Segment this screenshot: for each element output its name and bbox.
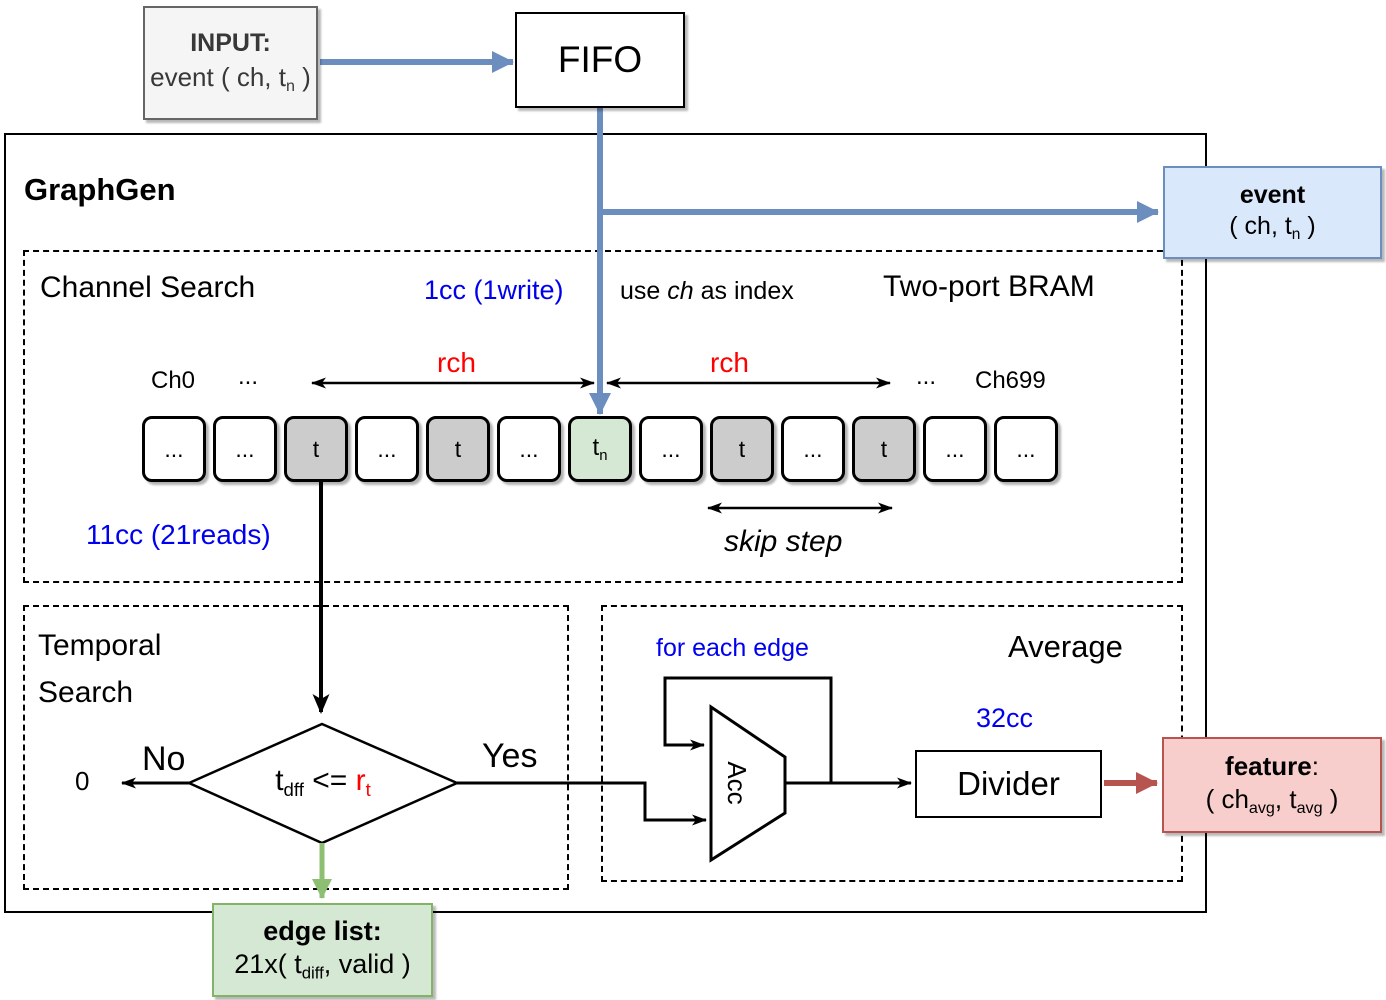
bram-cell: ... (355, 416, 419, 482)
temporal-search-container (23, 605, 569, 890)
graphgen-container (4, 133, 1207, 913)
edge-list-box: edge list: 21x( tdiff, valid ) (212, 903, 433, 997)
bram-cell: ... (497, 416, 561, 482)
divider-label: Divider (957, 765, 1060, 802)
edge-list-title: edge list: (263, 916, 382, 947)
acc-latency-label: 32cc (976, 703, 1034, 733)
rch-left-label: rch (437, 347, 476, 378)
bram-cell-hit: t (852, 416, 916, 482)
acc-label: Acc (722, 761, 753, 805)
bram-cell: ... (639, 416, 703, 482)
dots-before-ch699: ... (916, 363, 937, 390)
bram-cell-current: tn (568, 416, 632, 482)
bram-cell-hit: t (710, 416, 774, 482)
dots-after-ch0: ... (238, 363, 259, 390)
fifo-box: FIFO (515, 12, 685, 108)
input-value: event ( ch, tn ) (150, 62, 311, 96)
read-latency-label: 11cc (21reads) (86, 519, 271, 550)
skip-step-label: skip step (724, 525, 843, 558)
decision-condition: tdff <= rt (275, 764, 371, 800)
channel-search-container (23, 250, 1183, 583)
edge-list-value: 21x( tdiff, valid ) (234, 949, 411, 983)
channel-search-title: Channel Search (40, 271, 256, 304)
event-value: ( ch, tn ) (1229, 212, 1316, 243)
bram-cell: ... (923, 416, 987, 482)
bram-cell-hit: t (284, 416, 348, 482)
average-title: Average (1008, 629, 1123, 664)
feature-value: ( chavg, tavg ) (1205, 784, 1339, 818)
bram-cell: ... (994, 416, 1058, 482)
ch699-label: Ch699 (975, 367, 1046, 394)
zero-label: 0 (75, 766, 90, 796)
bram-cell: ... (213, 416, 277, 482)
ch0-label: Ch0 (151, 367, 196, 394)
rch-right-label: rch (710, 347, 749, 378)
no-label: No (142, 740, 186, 778)
feature-title: feature: (1225, 751, 1319, 782)
event-box: event ( ch, tn ) (1163, 166, 1382, 259)
divider-box: Divider (915, 750, 1102, 818)
bram-cell: ... (781, 416, 845, 482)
yes-label: Yes (482, 737, 538, 775)
write-latency-label: 1cc (1write) (424, 275, 564, 305)
for-each-edge-label: for each edge (656, 634, 809, 662)
feature-box: feature: ( chavg, tavg ) (1162, 737, 1382, 833)
input-title: INPUT: (190, 29, 271, 58)
graphgen-title: GraphGen (24, 172, 176, 207)
temporal-search-title: Temporal Search (38, 629, 162, 709)
index-note: use ch as index (620, 277, 794, 305)
bram-cell-hit: t (426, 416, 490, 482)
event-title: event (1239, 181, 1306, 210)
bram-cell: ... (142, 416, 206, 482)
bram-label: Two-port BRAM (883, 270, 1095, 303)
input-box: INPUT: event ( ch, tn ) (143, 6, 318, 120)
fifo-label: FIFO (557, 39, 643, 80)
